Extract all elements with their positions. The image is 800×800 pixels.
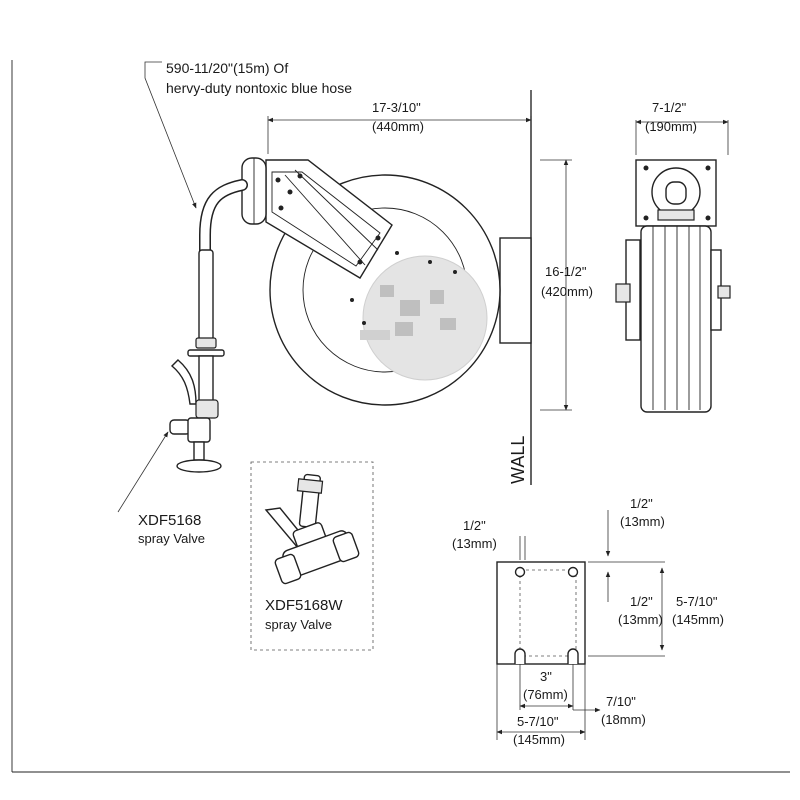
plate-top-right-in: 1/2" (630, 496, 653, 511)
hose-sleeve (198, 249, 214, 341)
plate-mid-mm: (13mm) (618, 612, 663, 627)
spray-valve-desc: spray Valve (138, 531, 205, 546)
hose-reel-side-view (615, 159, 731, 413)
mounting-plate (499, 237, 532, 344)
front-view-dimensions (267, 90, 572, 411)
drawing-frame (11, 60, 790, 773)
plate-width-mm: (145mm) (513, 732, 565, 747)
plate-slot-mm: (76mm) (523, 687, 568, 702)
plate-slot-in: 3" (540, 669, 552, 684)
plate-width-in: 5-7/10" (517, 714, 559, 729)
plate-top-right-mm: (13mm) (620, 514, 665, 529)
hose-note-line2: hervy-duty nontoxic blue hose (166, 80, 352, 96)
spray-valve-xdf5168 (169, 359, 222, 473)
plate-top-left-in: 1/2" (463, 518, 486, 533)
hub-detail (360, 285, 456, 340)
side-drum-body (640, 225, 712, 413)
side-width-mm: (190mm) (645, 119, 697, 134)
plate-height-mm: (145mm) (672, 612, 724, 627)
spray-valve-model: XDF5168 (138, 512, 201, 529)
plate-margin-mm: (18mm) (601, 712, 646, 727)
spray-valve-w-inset (250, 461, 374, 651)
reel-hub-blurred (362, 255, 488, 381)
bracket-bolts (275, 173, 381, 265)
base-plate-dimensions (496, 510, 665, 740)
spray-valve-leader (117, 431, 169, 513)
plate-top-left-mm: (13mm) (452, 536, 497, 551)
spray-valve-xdf5168w (264, 473, 360, 585)
spray-valve-w-desc: spray Valve (265, 617, 332, 632)
wall-label: WALL (508, 436, 528, 484)
side-width-in: 7-1/2" (652, 100, 687, 115)
plate-margin-in: 7/10" (606, 694, 636, 709)
side-view-dimensions (635, 119, 729, 155)
hose-note-line1: 590-11/20"(15m) Of (166, 60, 288, 76)
front-height-in: 16-1/2" (545, 264, 587, 279)
front-width-mm: (440mm) (372, 119, 424, 134)
hose-reel-front-view (169, 90, 532, 485)
plate-mid-in: 1/2" (630, 594, 653, 609)
front-width-in: 17-3/10" (372, 100, 421, 115)
base-plate (496, 561, 586, 665)
front-height-mm: (420mm) (541, 284, 593, 299)
spray-valve-w-model: XDF5168W (265, 597, 343, 614)
hose-note-leader (144, 61, 197, 209)
hose-ferrule (195, 337, 217, 349)
plate-height-in: 5-7/10" (676, 594, 718, 609)
